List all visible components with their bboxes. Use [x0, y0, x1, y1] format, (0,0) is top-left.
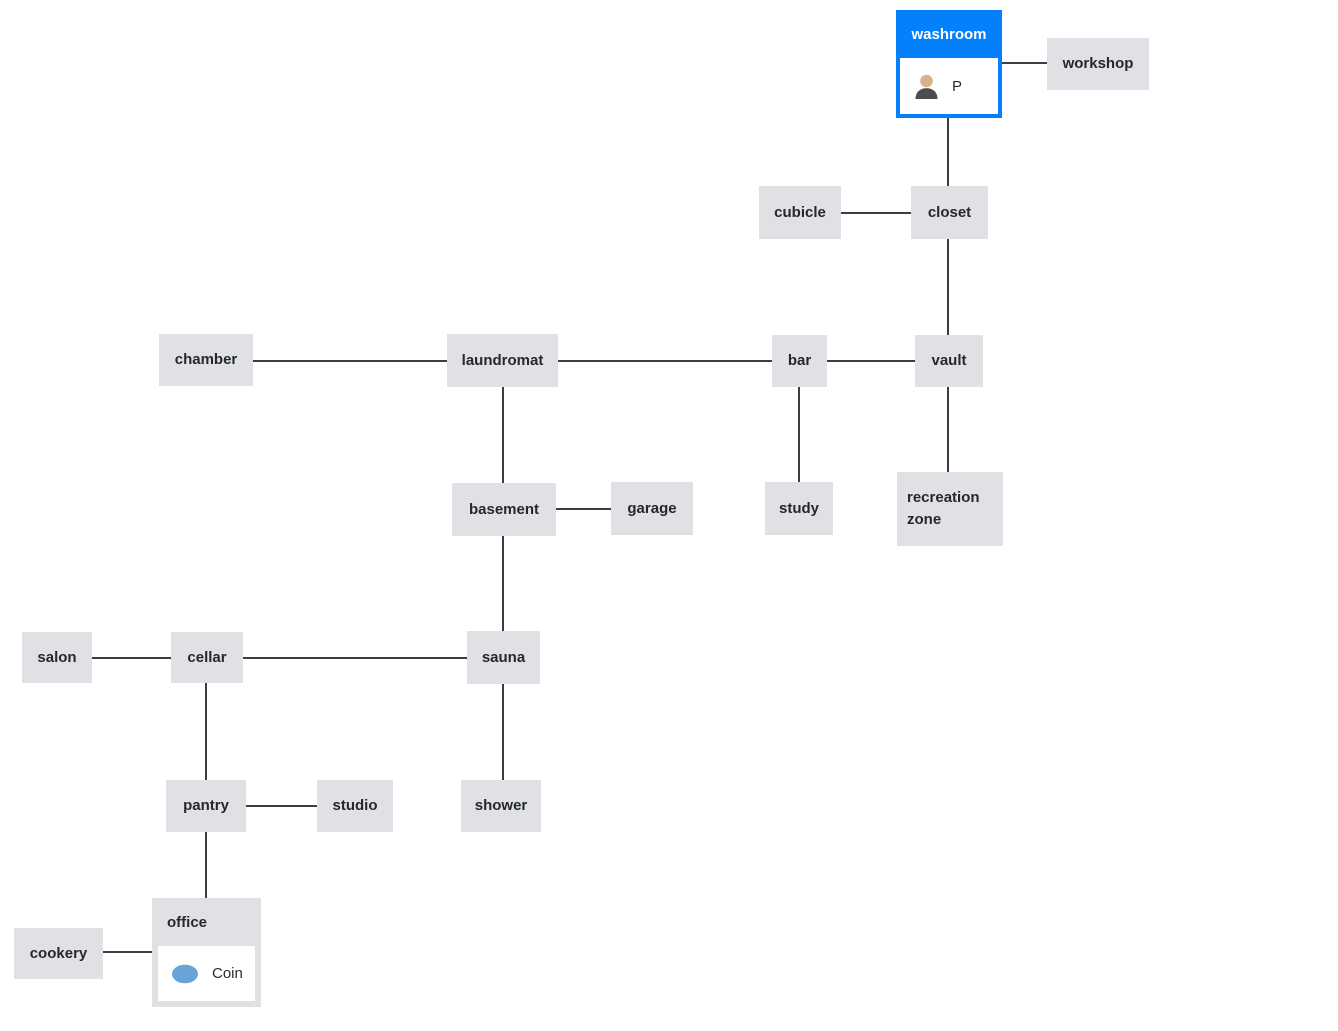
coin-icon	[171, 963, 199, 985]
room-label: sauna	[481, 648, 526, 666]
room-label: workshop	[1062, 55, 1134, 73]
room-node-garage[interactable]: garage	[611, 482, 693, 535]
room-node-recreation-zone[interactable]: recreation zone	[897, 472, 1003, 546]
agent-name: P	[952, 77, 963, 95]
room-node-cubicle[interactable]: cubicle	[759, 186, 841, 239]
room-node-chamber[interactable]: chamber	[159, 334, 253, 386]
room-label: study	[778, 499, 819, 517]
room-node-study[interactable]: study	[765, 482, 833, 535]
edge-basement-garage	[556, 508, 611, 510]
room-node-laundromat[interactable]: laundromat	[447, 334, 558, 387]
edge-bar-vault	[827, 360, 915, 362]
edge-washroom-closet	[947, 118, 949, 186]
agent-card: P	[900, 58, 998, 114]
room-node-vault[interactable]: vault	[915, 335, 983, 387]
edge-cubicle-closet	[841, 212, 911, 214]
edge-laundromat-bar	[558, 360, 772, 362]
edge-basement-sauna	[502, 536, 504, 631]
edge-cookery-office	[103, 951, 158, 953]
edge-closet-vault	[947, 239, 949, 335]
room-label: shower	[474, 797, 528, 815]
edge-pantry-office	[205, 832, 207, 898]
room-label: chamber	[174, 351, 238, 369]
room-node-pantry[interactable]: pantry	[166, 780, 246, 832]
room-label: garage	[627, 499, 677, 517]
item-name: Coin	[212, 965, 243, 982]
item-card: Coin	[158, 946, 255, 1001]
room-label: cubicle	[774, 203, 826, 221]
room-label: salon	[37, 648, 77, 666]
room-node-bar[interactable]: bar	[772, 335, 827, 387]
edge-washroom-workshop	[1002, 62, 1047, 64]
edge-cellar-pantry	[205, 683, 207, 780]
room-node-cellar[interactable]: cellar	[171, 632, 243, 683]
room-label: basement	[468, 500, 540, 518]
edge-pantry-studio	[246, 805, 317, 807]
room-label: bar	[787, 352, 812, 370]
room-label: cookery	[29, 944, 88, 962]
room-label: vault	[931, 352, 967, 370]
edge-sauna-shower	[502, 684, 504, 780]
room-node-cookery[interactable]: cookery	[14, 928, 103, 979]
room-label: studio	[332, 797, 378, 815]
edge-salon-cellar	[92, 657, 171, 659]
edge-laundromat-basement	[502, 387, 504, 483]
edge-bar-study	[798, 387, 800, 482]
room-label: cellar	[187, 648, 227, 666]
room-label: office	[167, 913, 208, 931]
room-node-studio[interactable]: studio	[317, 780, 393, 832]
room-node-basement[interactable]: basement	[452, 483, 556, 536]
room-node-salon[interactable]: salon	[22, 632, 92, 683]
room-label: recreation zone	[907, 489, 980, 528]
room-node-sauna[interactable]: sauna	[467, 631, 540, 684]
edge-vault-recreation-zone	[947, 387, 949, 472]
edge-cellar-sauna	[243, 657, 467, 659]
room-label: pantry	[183, 797, 229, 815]
room-node-closet[interactable]: closet	[911, 186, 988, 239]
edge-chamber-laundromat	[253, 360, 447, 362]
person-icon	[914, 73, 939, 99]
room-label: laundromat	[461, 351, 544, 369]
room-label: closet	[927, 203, 972, 221]
room-node-shower[interactable]: shower	[461, 780, 541, 832]
room-node-workshop[interactable]: workshop	[1047, 38, 1149, 90]
room-label: washroom	[911, 25, 987, 43]
